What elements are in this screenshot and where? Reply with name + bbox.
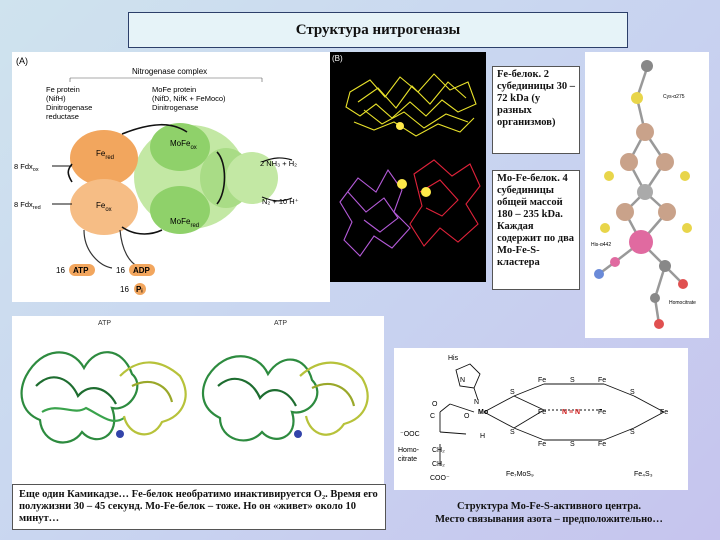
- panel-a-label: (A): [16, 56, 28, 66]
- caption-line-1: Структура Mo-Fe-S-активного центра.: [457, 501, 641, 512]
- complex-label: Nitrogenase complex: [132, 67, 207, 76]
- s-text-5: S: [630, 389, 635, 396]
- homo-text-2: citrate: [398, 456, 417, 463]
- n2-text: N ≡ N: [562, 409, 580, 416]
- nh-text: N: [474, 399, 479, 406]
- fe-protein-ribbon: [345, 73, 477, 137]
- c-text: C: [430, 413, 435, 420]
- his-text: His: [448, 355, 459, 362]
- mofe-red-label: MoFered: [170, 217, 199, 229]
- atp-label: ATP: [73, 266, 89, 275]
- caption-line-2: Место связывания азота – предположительн…: [435, 514, 663, 525]
- adp-label: ADP: [133, 266, 151, 275]
- mofe-ox-label: MoFeox: [170, 139, 197, 151]
- dinitrogenase-reductase-label-2: reductase: [46, 112, 79, 121]
- s-text-3: S: [570, 377, 575, 384]
- active-center-caption: Структура Mo-Fe-S-активного центра. Мест…: [394, 500, 704, 526]
- dinitrogenase-reductase-label-1: Dinitrogenase: [46, 103, 92, 112]
- n-ring-text: N: [460, 377, 465, 384]
- ch2a-text: CH₂: [432, 447, 445, 454]
- nitrogenase-cycle-figure: (A) Nitrogenase complex Fe protein (NifH…: [12, 52, 330, 302]
- fe-red-label: Fered: [96, 149, 114, 161]
- n2-substrate-label: N₂ + 10 H⁺: [262, 197, 299, 206]
- adp-coef: 16: [116, 266, 125, 275]
- fe-ox-disc: [70, 179, 138, 235]
- s-text-2: S: [510, 429, 515, 436]
- fdx-red-label: 8 Fdxred: [14, 200, 41, 211]
- homocitrate-label: Homocitrate: [669, 300, 696, 306]
- fe-ox-label: Feox: [96, 201, 112, 213]
- ooc-text: ⁻OOC: [400, 431, 420, 438]
- mofe-protein-label: MoFe protein: [152, 85, 196, 94]
- coo-text: COO⁻: [430, 475, 450, 482]
- fe-protein-label: Fe protein: [46, 85, 80, 94]
- mofe-protein-ribbon-left: [339, 168, 411, 257]
- atp-left-label: ATP: [98, 320, 111, 327]
- fe-red-disc: [70, 130, 138, 186]
- fe-text-7: Fe: [660, 409, 668, 416]
- fdx-ox-label: 8 Fdxox: [14, 162, 39, 173]
- femo-formula: Fe₇MoS₉: [506, 471, 534, 478]
- pi-label: Pᵢ: [136, 285, 142, 294]
- ch2b-text: CH₂: [432, 461, 445, 468]
- s-text-6: S: [630, 429, 635, 436]
- cys-label: Cys-α275: [663, 94, 685, 100]
- mofe-genes-label: (NifD, NifK + FeMoco): [152, 94, 226, 103]
- fe-text-4: Fe: [598, 377, 606, 384]
- fe-text-3: Fe: [538, 441, 546, 448]
- pi-coef: 16: [120, 285, 129, 294]
- fe-gene-label: (NifH): [46, 94, 66, 103]
- fe-protein-note: Fe-белок. 2 субединицы 30 – 72 kDa (у ра…: [492, 66, 580, 154]
- mofe-right-disc: [226, 152, 278, 204]
- fe-text-5: Fe: [598, 409, 606, 416]
- fe-text-2: Fe: [538, 409, 546, 416]
- homo-text-1: Homo-: [398, 447, 420, 454]
- s-text-4: S: [570, 441, 575, 448]
- mofe-active-center-structure: His N N O C O ⁻OOC H CH₂ CH₂ COO⁻ Homo- …: [394, 348, 688, 490]
- kamikaze-note: Еще один Камикадзе… Fe-белок необратимо …: [12, 484, 386, 530]
- nh3-product-label: 2 NH₃ + H₂: [260, 159, 297, 168]
- fe-protein-atp-ribbons: ATP ATP: [12, 316, 384, 484]
- slide-title: Структура нитрогеназы: [128, 12, 628, 48]
- atp-coef: 16: [56, 266, 65, 275]
- dinitrogenase-label: Dinitrogenase: [152, 103, 198, 112]
- femoco-ball-and-stick: Cys-α275 His-α442 Homocitrate: [585, 52, 709, 338]
- o2-text: O: [464, 413, 470, 420]
- s-text-1: S: [510, 389, 515, 396]
- protein-ribbon-figure: (B): [330, 52, 486, 282]
- h-text: H: [480, 433, 485, 440]
- panel-b-label: (B): [332, 54, 343, 63]
- fe-text-1: Fe: [538, 377, 546, 384]
- mofe-protein-note: Mo-Fe-белок. 4 субединицы общей массой 1…: [492, 170, 580, 290]
- o1-text: O: [432, 401, 438, 408]
- mofe-red-disc: [150, 186, 210, 234]
- atp-right-label: ATP: [274, 320, 287, 327]
- fe-text-6: Fe: [598, 441, 606, 448]
- fe4s3-formula: Fe₄S₃: [634, 471, 653, 478]
- mofe-ox-disc: [150, 123, 210, 171]
- mofe-protein-ribbon-right: [409, 159, 481, 247]
- his-label: His-α442: [591, 242, 611, 248]
- mo-text: Mo: [478, 409, 488, 416]
